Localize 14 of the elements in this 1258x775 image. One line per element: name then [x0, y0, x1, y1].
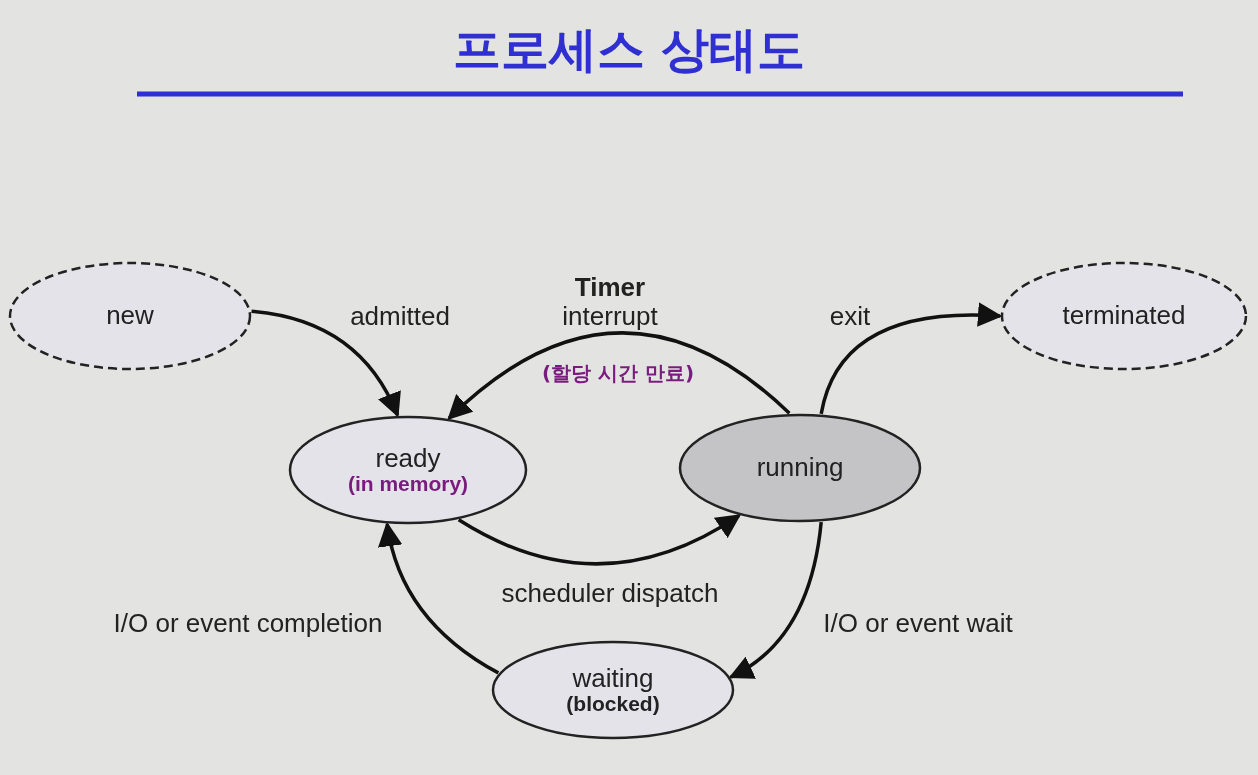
- state-name: waiting: [572, 665, 654, 693]
- arrow: [378, 521, 500, 675]
- state-name: new: [106, 302, 154, 330]
- title: 프로세스 상태도: [451, 20, 807, 79]
- arrow: [251, 309, 400, 418]
- arrow: [457, 514, 742, 566]
- state-name: terminated: [1062, 302, 1186, 330]
- arrow: [447, 331, 791, 420]
- arrow: [728, 521, 823, 679]
- state-name: running: [756, 454, 844, 482]
- state-name: ready: [375, 445, 441, 473]
- arrow: [819, 302, 1003, 415]
- state-note: (blocked): [566, 692, 660, 715]
- state-note: (in memory): [347, 472, 469, 495]
